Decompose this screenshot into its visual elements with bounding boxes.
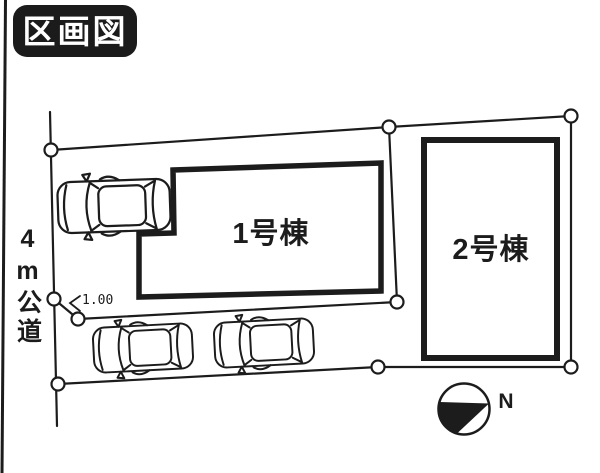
- dimension-leader-icon: [68, 295, 81, 312]
- boundary-vertex: [381, 119, 397, 135]
- compass-icon: [437, 382, 491, 436]
- car-icon: [55, 169, 173, 243]
- compass-north-label: N: [498, 390, 514, 413]
- boundary-vertex: [389, 294, 405, 310]
- building-2-label: 2号棟: [452, 234, 530, 266]
- lot-divider-line: [387, 125, 399, 304]
- boundary-vertex-markers: [43, 108, 579, 392]
- boundary-vertex: [70, 311, 86, 327]
- setback-dimension-label: 1.00: [82, 293, 114, 308]
- car-icon: [91, 315, 195, 381]
- road-boundary-line: [48, 110, 59, 428]
- boundary-vertex: [370, 359, 386, 375]
- boundary-vertex: [43, 142, 59, 158]
- boundary-vertex: [563, 359, 579, 375]
- boundary-vertex: [46, 291, 62, 307]
- page-title: 区画図: [22, 12, 128, 50]
- building-2-outline: [421, 137, 560, 361]
- inner-lot-boundary-line: [76, 300, 399, 321]
- road-label: 4m公道: [13, 225, 42, 347]
- boundary-vertex: [563, 108, 579, 124]
- building-1-outline: [136, 160, 384, 300]
- car-icon: [212, 310, 316, 376]
- title-badge: 区画図: [13, 5, 137, 57]
- scan-edge-line: [0, 0, 7, 473]
- boundary-vertex: [50, 376, 66, 392]
- building-1-label: 1号棟: [232, 218, 310, 250]
